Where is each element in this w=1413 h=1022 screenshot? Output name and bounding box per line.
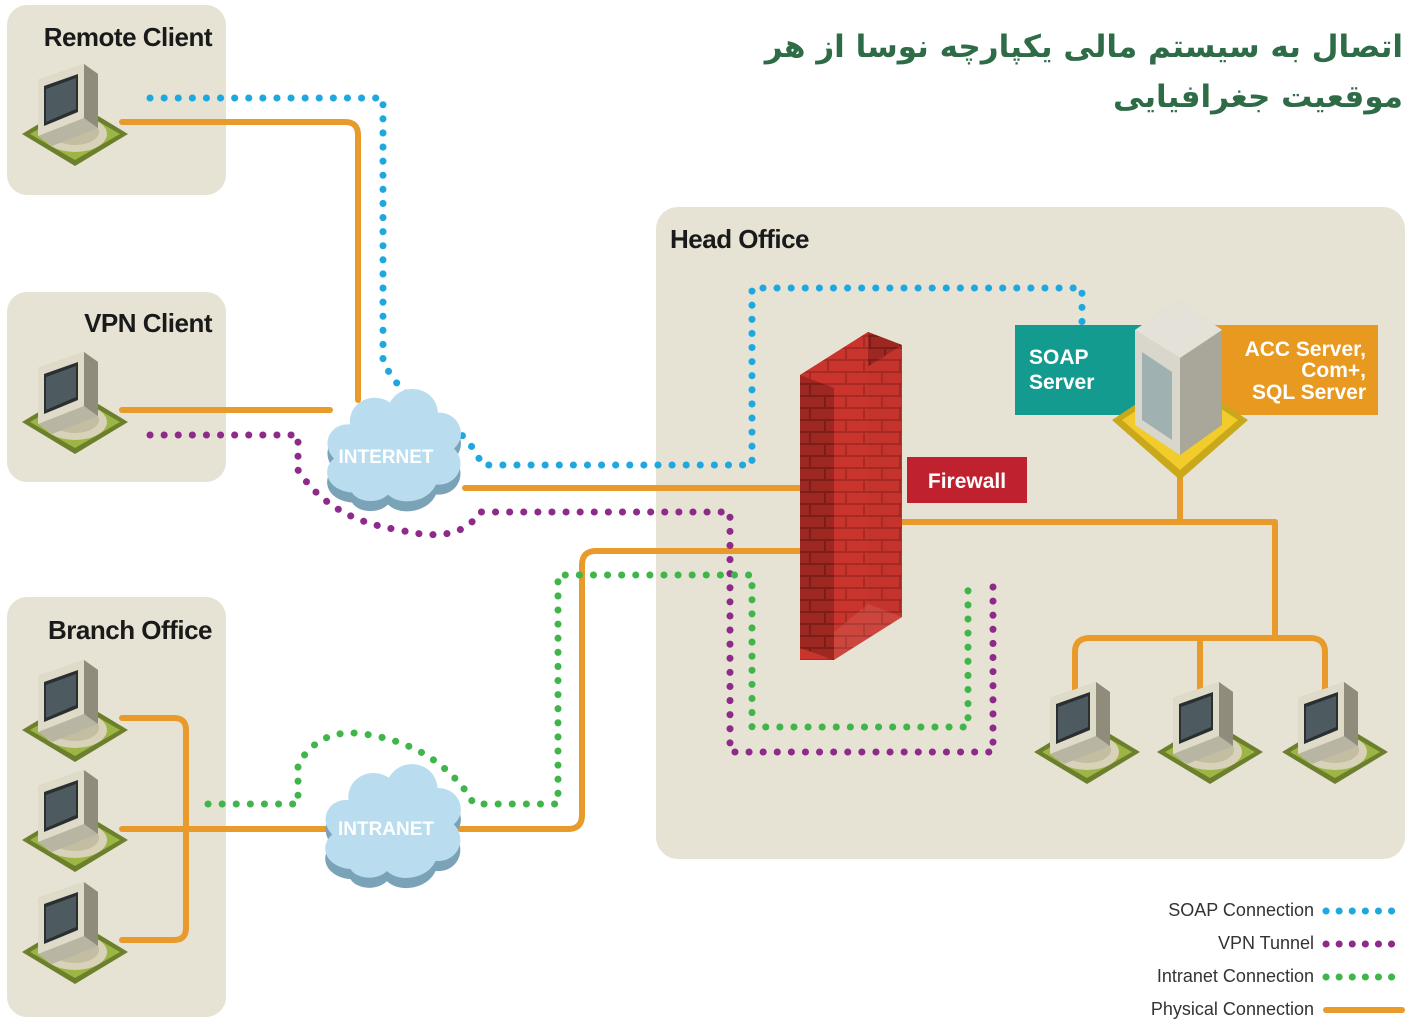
head-office-zone [656,207,1405,859]
firewall-label: Firewall [928,470,1006,493]
legend-item-intranet: Intranet Connection [1157,966,1406,986]
server-tower-icon [1112,300,1248,480]
internet-cloud: INTERNET [327,389,461,512]
legend-label-intranet: Intranet Connection [1157,966,1314,986]
acc-tag-line2: Com+, [1301,359,1366,382]
head-office-label: Head Office [670,224,809,254]
legend-item-physical: Physical Connection [1151,999,1405,1019]
legend-label-physical: Physical Connection [1151,999,1314,1019]
remote-client-label: Remote Client [44,22,213,52]
legend-label-soap: SOAP Connection [1168,900,1314,920]
internet-label: INTERNET [339,447,434,468]
acc-tag-line1: ACC Server, [1245,338,1366,361]
vpn-client-label: VPN Client [84,308,213,338]
brick-firewall-icon [800,332,902,660]
intranet-cloud: INTRANET [325,764,461,889]
legend-label-vpn: VPN Tunnel [1218,933,1314,953]
soap-tag-line1: SOAP [1029,346,1089,369]
diagram-title: اتصال به سیستم مالی یکپارچه نوسا از هر م… [764,29,1403,115]
acc-server-tag: ACC Server, Com+, SQL Server [1205,325,1378,415]
physical-connections [119,119,1328,943]
branch-office-label: Branch Office [48,615,212,645]
legend-item-vpn: VPN Tunnel [1218,933,1406,953]
legend-item-soap: SOAP Connection [1168,900,1406,920]
soap-tag-line2: Server [1029,371,1094,394]
legend: SOAP Connection VPN Tunnel Intranet Conn… [1151,900,1406,1019]
firewall-tag: Firewall [907,457,1027,503]
acc-tag-line3: SQL Server [1252,381,1366,404]
intranet-label: INTRANET [338,819,434,840]
